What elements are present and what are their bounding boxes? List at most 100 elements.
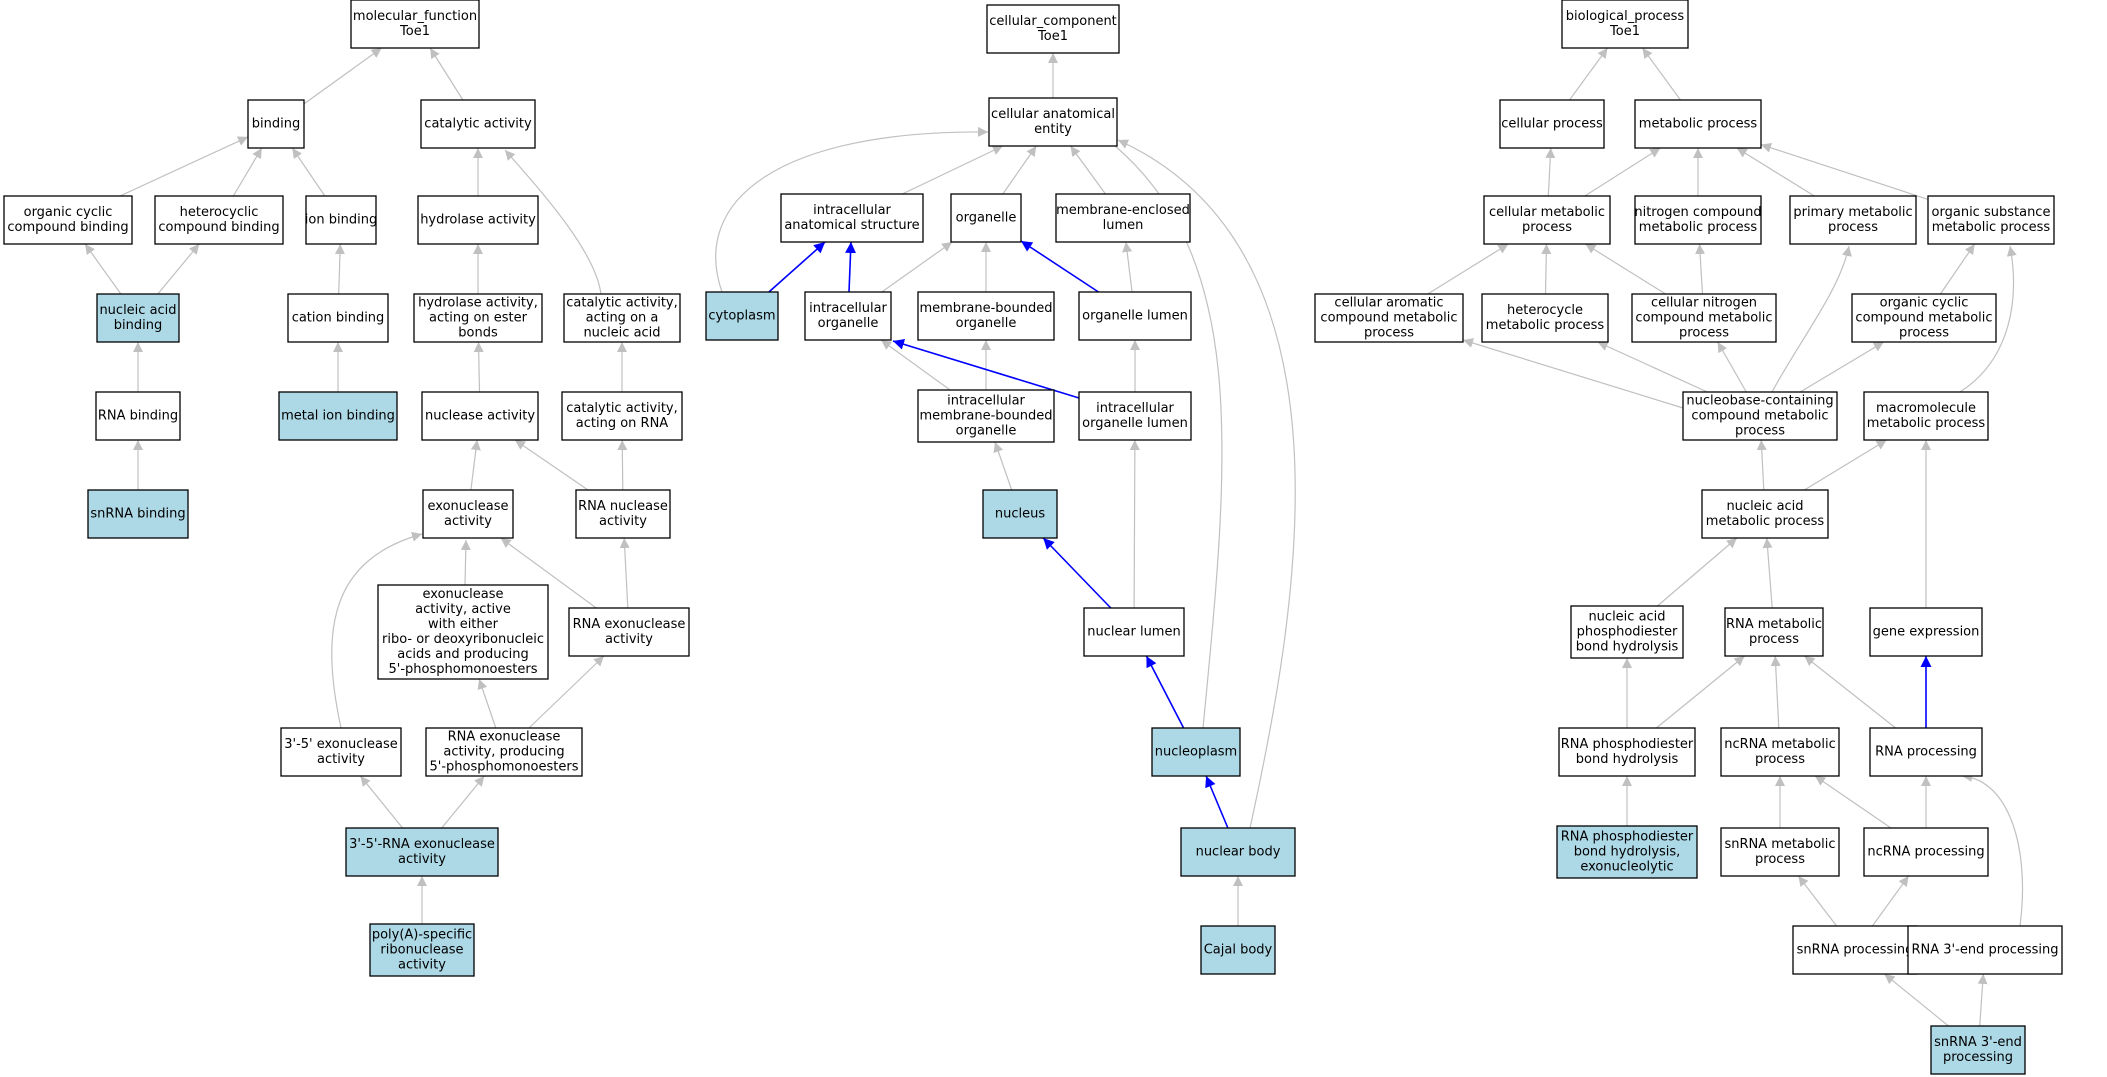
edge-rna_metabolic-to-nucleic_acid_metabolic [1762, 537, 1773, 609]
term-node-organelle[interactable]: organelle [950, 193, 1022, 243]
term-label-line: nucleic acid [1726, 499, 1803, 514]
term-node-gene-expression[interactable]: gene expression [1869, 607, 1983, 657]
term-box [917, 389, 1055, 443]
term-node-catalytic[interactable]: catalytic activity [420, 99, 536, 149]
term-node-cation-binding[interactable]: cation binding [287, 293, 389, 343]
edge-intracellular_organelle-to-intracellular_structure [845, 241, 857, 293]
term-node-hydrolase[interactable]: hydrolase activity [417, 195, 539, 245]
term-label-line: cellular nitrogen [1651, 296, 1757, 311]
term-label-line: nucleoplasm [1155, 745, 1237, 760]
term-node-cytoplasm[interactable]: cytoplasm [705, 291, 779, 341]
edge-cellular_metabolic-to-cellular_process [1545, 147, 1556, 197]
term-box [377, 584, 549, 680]
term-node-metabolic-process[interactable]: metabolic process [1634, 99, 1762, 149]
term-box [1927, 195, 2055, 245]
term-node-cajal-body[interactable]: Cajal body [1200, 925, 1276, 975]
term-node-cellular-process[interactable]: cellular process [1499, 99, 1605, 149]
edge-cellular_metabolic-to-metabolic_process [1584, 147, 1661, 197]
term-box [3, 195, 133, 245]
term-node-snrna-binding[interactable]: snRNA binding [87, 489, 189, 539]
term-label-line: metabolic process [1639, 117, 1758, 132]
edge-nucleobase-to-cell_nitrogen [1717, 341, 1747, 393]
term-node-rna-binding[interactable]: RNA binding [95, 391, 181, 441]
edge-cytoplasm-to-intracellular_structure [768, 241, 826, 293]
edge-primary_metabolic-to-metabolic_process [1736, 147, 1815, 197]
term-box [1483, 195, 1611, 245]
term-node-ion-binding[interactable]: ion binding [305, 195, 377, 245]
term-label-line: compound metabolic [1691, 409, 1828, 424]
term-node-nuclear-body[interactable]: nuclear body [1180, 827, 1296, 877]
term-label-line: intracellular [809, 301, 887, 316]
term-label-line: nuclease activity [425, 409, 535, 424]
term-label-line: activity [444, 514, 492, 529]
term-box [154, 195, 284, 245]
term-label-line: with either [428, 617, 499, 632]
term-node-nucleoplasm[interactable]: nucleoplasm [1151, 727, 1241, 777]
term-node-rna-processing[interactable]: RNA processing [1869, 727, 1983, 777]
edge-intracellular_organelle-to-organelle [881, 241, 953, 293]
term-label-line: metabolic process [1639, 220, 1758, 235]
term-node-catalytic-rna[interactable]: catalytic activity,acting on RNA [561, 391, 683, 441]
term-node-snrna-processing[interactable]: snRNA processing [1792, 925, 1918, 975]
term-node-nuclear-lumen[interactable]: nuclear lumen [1083, 607, 1185, 657]
term-node-ncrna-processing[interactable]: ncRNA processing [1863, 827, 1989, 877]
term-node-metal-ion-binding[interactable]: metal ion binding [278, 391, 398, 441]
term-box [1792, 925, 1918, 975]
term-label-line: activity [599, 514, 647, 529]
term-node-binding[interactable]: binding [247, 99, 305, 149]
term-label-line: compound metabolic [1855, 311, 1992, 326]
term-node-rna-3end[interactable]: RNA 3'-end processing [1907, 925, 2063, 975]
term-node-organelle-lumen[interactable]: organelle lumen [1078, 291, 1192, 341]
edge-exonuclease-to-nuclease [470, 439, 481, 491]
term-label-line: cellular aromatic [1334, 296, 1443, 311]
term-label-line: RNA metabolic [1726, 617, 1822, 632]
term-node-nucleus[interactable]: nucleus [982, 489, 1058, 539]
term-label-line: nucleic acid [99, 303, 176, 318]
edge-intracellular_structure-to-cae [902, 145, 1004, 195]
term-label-line: nucleus [995, 507, 1045, 522]
edge-organic_cyclic_binding-to-binding [119, 136, 249, 197]
term-node-nuclease[interactable]: nuclease activity [421, 391, 539, 441]
